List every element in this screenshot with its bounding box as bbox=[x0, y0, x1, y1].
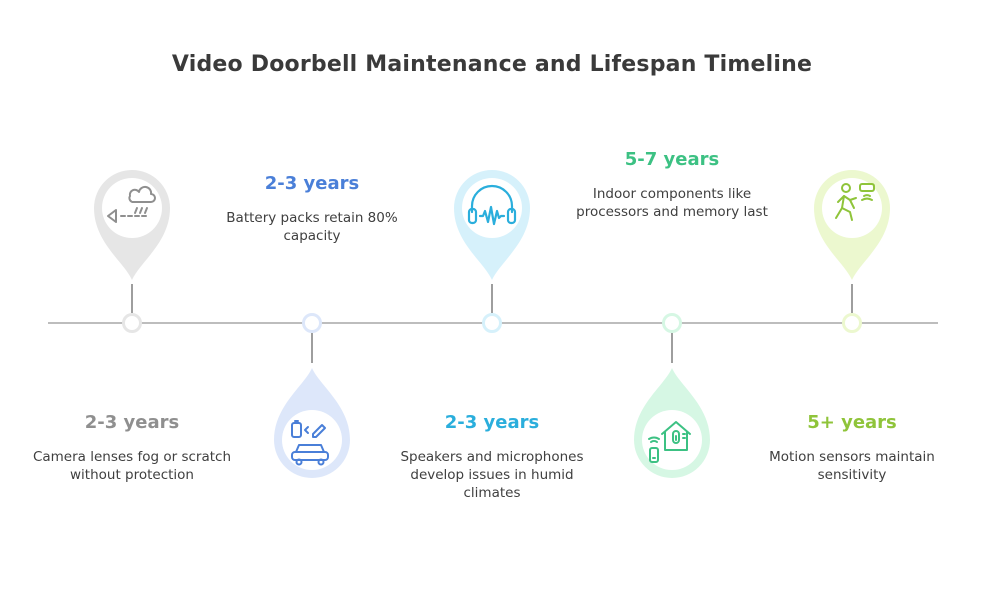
milestone-years: 5-7 years bbox=[624, 149, 720, 170]
connector-stem bbox=[311, 333, 313, 363]
milestone-label: 2-3 years Camera lenses fog or scratch w… bbox=[32, 412, 232, 484]
milestone-description: Indoor components like processors and me… bbox=[576, 186, 768, 220]
milestone-description: Motion sensors maintain sensitivity bbox=[769, 449, 935, 483]
milestone-description: Battery packs retain 80% capacity bbox=[226, 210, 398, 244]
battery-car-icon bbox=[268, 366, 356, 486]
smart-home-icon bbox=[628, 366, 716, 486]
connector-stem bbox=[491, 284, 493, 313]
milestone-label: 2-3 years Speakers and microphones devel… bbox=[392, 412, 592, 502]
camera-rain-icon bbox=[88, 162, 176, 282]
headphones-icon bbox=[448, 162, 536, 282]
timeline-node bbox=[482, 313, 502, 333]
timeline-node bbox=[302, 313, 322, 333]
milestone-label: 5-7 years Indoor components like process… bbox=[572, 149, 772, 221]
milestone-years: 2-3 years bbox=[444, 412, 540, 433]
timeline-node bbox=[122, 313, 142, 333]
milestone-years: 2-3 years bbox=[264, 173, 360, 194]
timeline-node bbox=[662, 313, 682, 333]
milestone-description: Speakers and microphones develop issues … bbox=[400, 449, 584, 501]
milestone-description: Camera lenses fog or scratch without pro… bbox=[32, 449, 232, 483]
timeline-node bbox=[842, 313, 862, 333]
motion-sensor-icon bbox=[808, 162, 896, 282]
connector-stem bbox=[131, 284, 133, 313]
milestone-years: 5+ years bbox=[807, 412, 897, 433]
page-title: Video Doorbell Maintenance and Lifespan … bbox=[171, 52, 813, 77]
connector-stem bbox=[671, 333, 673, 363]
milestone-label: 5+ years Motion sensors maintain sensiti… bbox=[752, 412, 952, 484]
connector-stem bbox=[851, 284, 853, 313]
milestone-label: 2-3 years Battery packs retain 80% capac… bbox=[212, 173, 412, 245]
milestone-years: 2-3 years bbox=[84, 412, 180, 433]
